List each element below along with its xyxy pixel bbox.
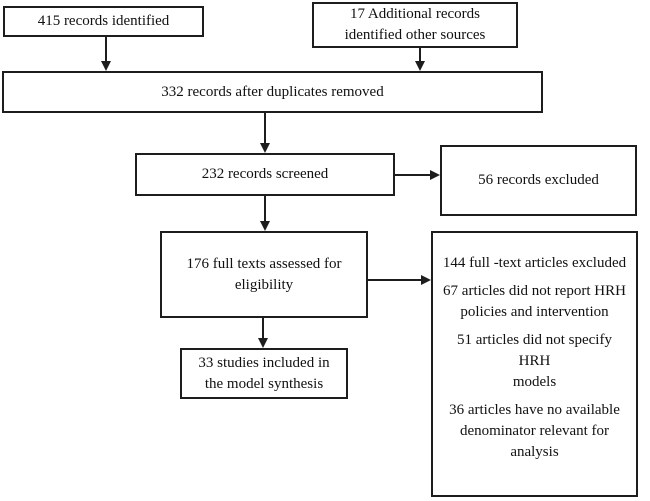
exclusion-reason-1: 67 articles did not report HRH policies … <box>443 281 626 323</box>
arrowhead-down-icon <box>258 338 268 348</box>
arrow-fulltext-to-included <box>262 318 264 339</box>
box-text-line: 51 articles did not specify HRH <box>457 332 612 369</box>
box-text-line: analysis <box>510 444 559 460</box>
exclusion-reason-3: 36 articles have no available denominato… <box>449 400 620 463</box>
box-text-line: 232 records screened <box>201 166 329 182</box>
arrow-additional-to-dedup <box>419 48 421 62</box>
box-studies-included: 33 studies included in the model synthes… <box>180 348 348 399</box>
box-records-excluded: 56 records excluded <box>440 145 637 216</box>
box-text-line: 67 articles did not report HRH <box>443 283 626 299</box>
box-text-line: policies and intervention <box>460 304 609 320</box>
box-text-line: 17 Additional records <box>350 6 480 22</box>
exclusion-total: 144 full -text articles excluded <box>443 253 626 274</box>
arrowhead-down-icon <box>260 143 270 153</box>
arrow-fulltext-to-ft-excluded <box>368 279 422 281</box>
box-text-line: 36 articles have no available <box>449 402 620 418</box>
box-fulltext-articles-excluded: 144 full -text articles excluded 67 arti… <box>431 231 638 497</box>
arrow-screened-to-fulltext <box>264 196 266 222</box>
arrowhead-down-icon <box>415 61 425 71</box>
box-text-line: 33 studies included in <box>198 354 330 371</box>
box-text-line: the model synthesis <box>204 375 324 392</box>
box-fulltext-assessed: 176 full texts assessed for eligibility <box>160 231 368 318</box>
box-text-line: 56 records excluded <box>478 172 599 188</box>
box-text-line: denominator relevant for <box>459 423 610 439</box>
box-text-line: 332 records after duplicates removed <box>161 83 384 100</box>
box-text-line: models <box>512 374 557 390</box>
exclusion-reason-2: 51 articles did not specify HRH models <box>441 330 628 393</box>
arrowhead-down-icon <box>101 61 111 71</box>
box-text-line: 176 full texts assessed for <box>186 255 342 272</box>
box-text-line: 144 full -text articles excluded <box>442 255 627 271</box>
box-text-line: identified other sources <box>344 27 486 43</box>
box-records-screened: 232 records screened <box>135 153 395 196</box>
box-records-after-duplicates-removed: 332 records after duplicates removed <box>2 71 543 113</box>
box-additional-records: 17 Additional records identified other s… <box>312 2 518 48</box>
arrowhead-right-icon <box>430 170 440 180</box>
box-text-line: eligibility <box>234 276 294 293</box>
box-text-line: 415 records identified <box>37 13 170 29</box>
arrow-screened-to-excluded <box>395 174 431 176</box>
arrow-identified-to-dedup <box>105 37 107 62</box>
arrowhead-down-icon <box>260 221 270 231</box>
arrow-dedup-to-screened <box>264 113 266 144</box>
arrowhead-right-icon <box>421 275 431 285</box>
box-records-identified: 415 records identified <box>3 6 204 37</box>
